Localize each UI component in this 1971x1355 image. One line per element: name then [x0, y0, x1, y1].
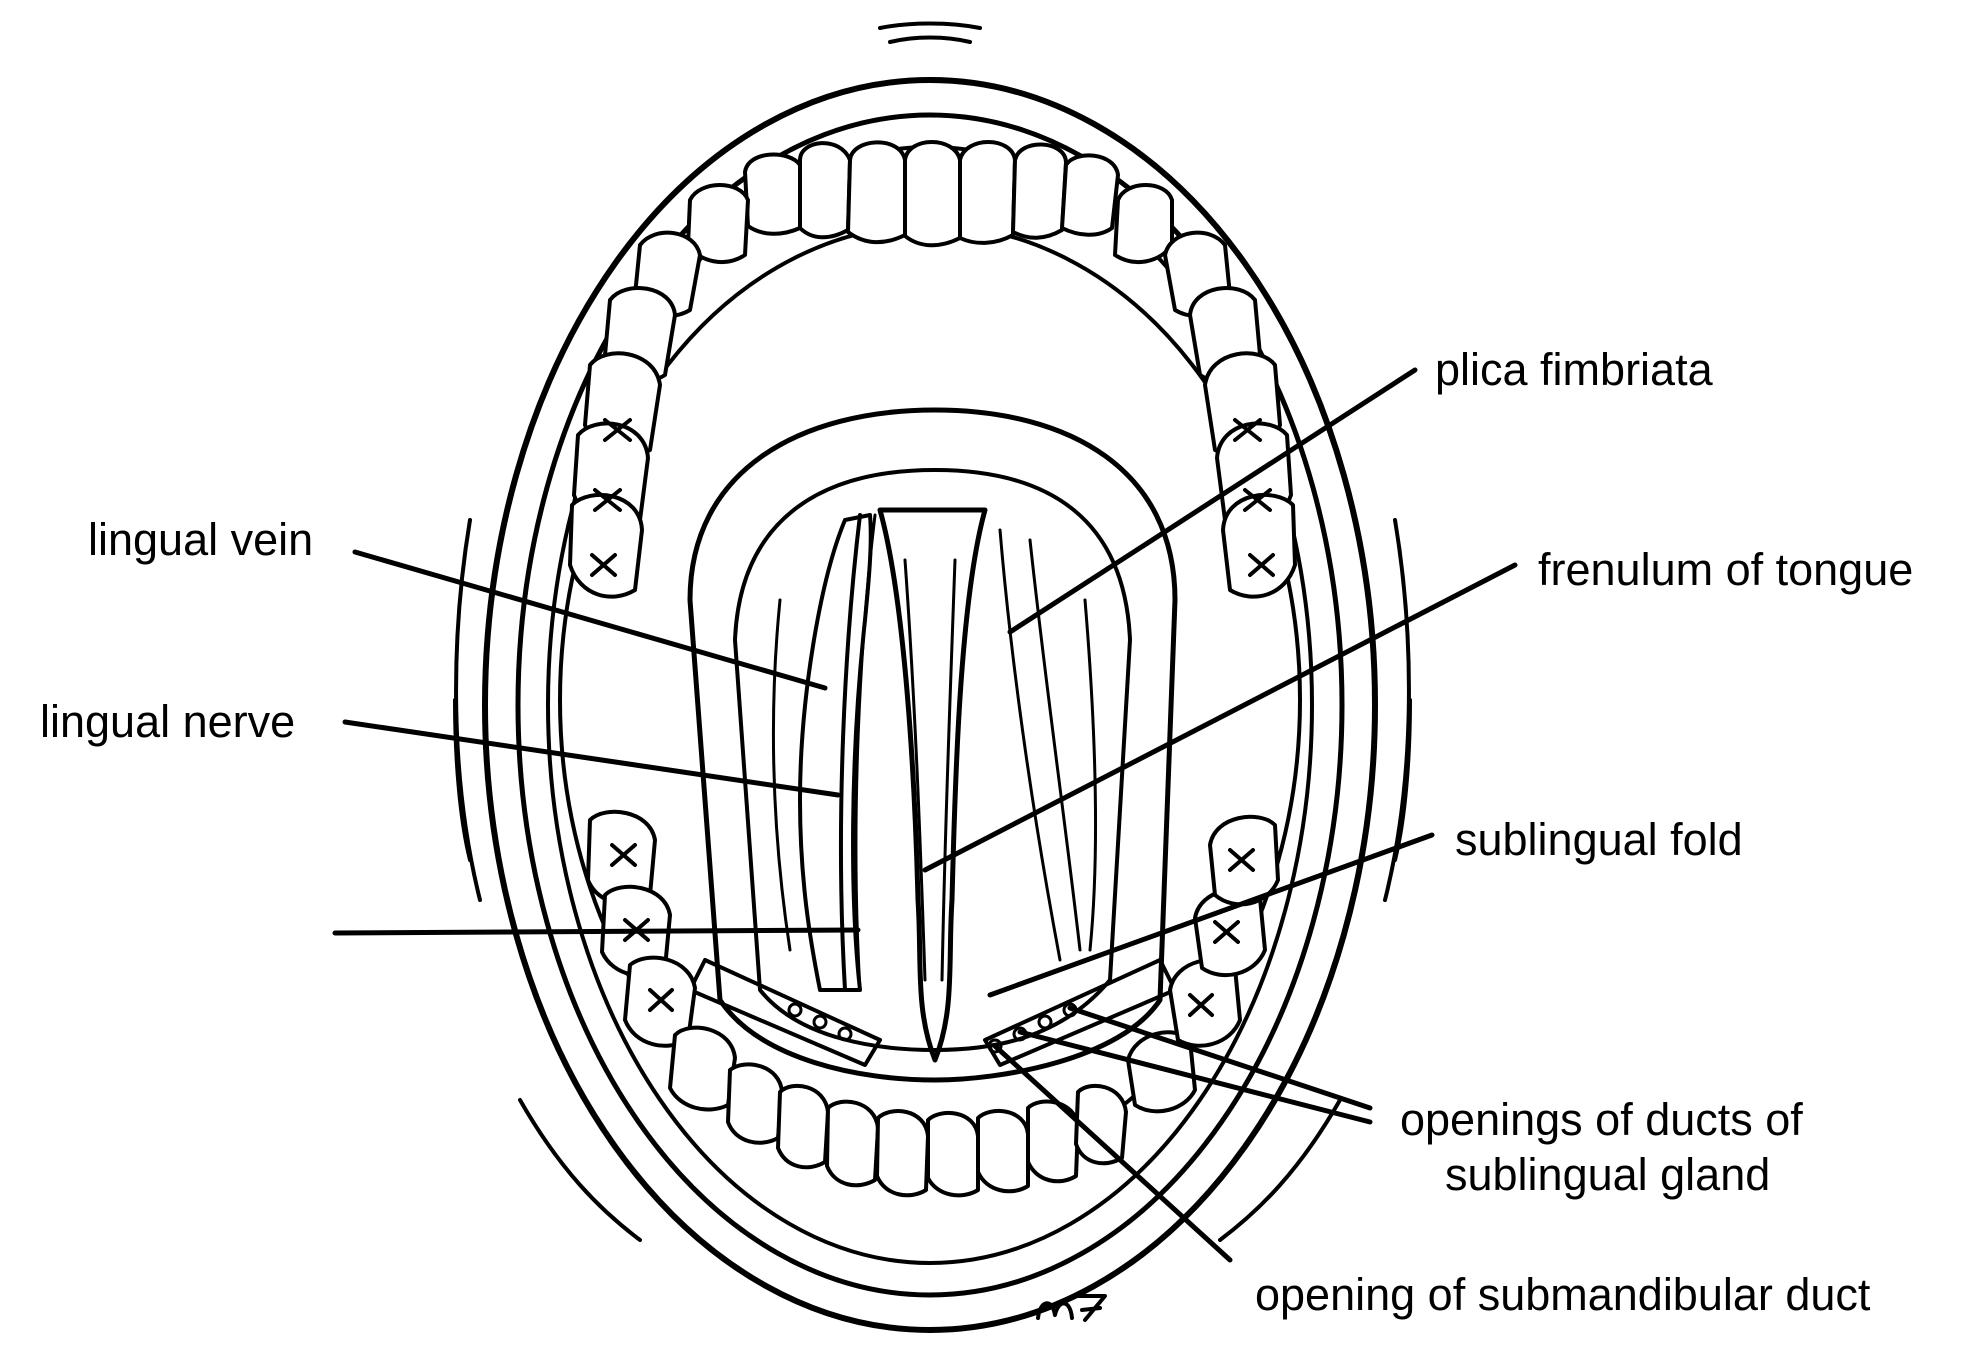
label-openings-ducts-line1: openings of ducts of	[1400, 1094, 1803, 1145]
labels: lingual vein lingual nerve plica fimbria…	[40, 344, 1913, 1322]
leader-lingual-vein	[352, 549, 828, 691]
label-plica-fimbriata: plica fimbriata	[1435, 344, 1714, 395]
lip-contour	[453, 21, 1412, 1333]
upper-teeth	[568, 140, 1297, 599]
sublingual-folds	[688, 958, 1177, 1067]
label-opening-submandibular-duct: opening of submandibular duct	[1255, 1269, 1871, 1320]
label-sublingual-fold: sublingual fold	[1455, 814, 1743, 865]
tongue	[687, 407, 1178, 1083]
lower-teeth	[586, 809, 1280, 1198]
label-frenulum-of-tongue: frenulum of tongue	[1538, 544, 1913, 595]
frenulum	[877, 507, 988, 1063]
leader-openings-ducts-1	[1067, 1005, 1373, 1111]
leader-unlabeled	[332, 927, 861, 936]
leader-frenulum	[922, 562, 1518, 873]
leader-plica-fimbriata	[1007, 367, 1418, 635]
leader-submandibular	[992, 1043, 1233, 1263]
leader-lingual-nerve	[342, 719, 841, 798]
label-lingual-vein: lingual vein	[88, 514, 313, 565]
lingual-vessels	[798, 513, 877, 992]
leader-sublingual-fold	[987, 832, 1435, 998]
artist-signature	[1036, 1294, 1107, 1322]
leader-lines	[332, 367, 1518, 1263]
leader-openings-ducts-2	[1017, 1029, 1373, 1125]
label-openings-ducts-line2: sublingual gland	[1445, 1149, 1770, 1200]
label-lingual-nerve: lingual nerve	[40, 696, 295, 747]
